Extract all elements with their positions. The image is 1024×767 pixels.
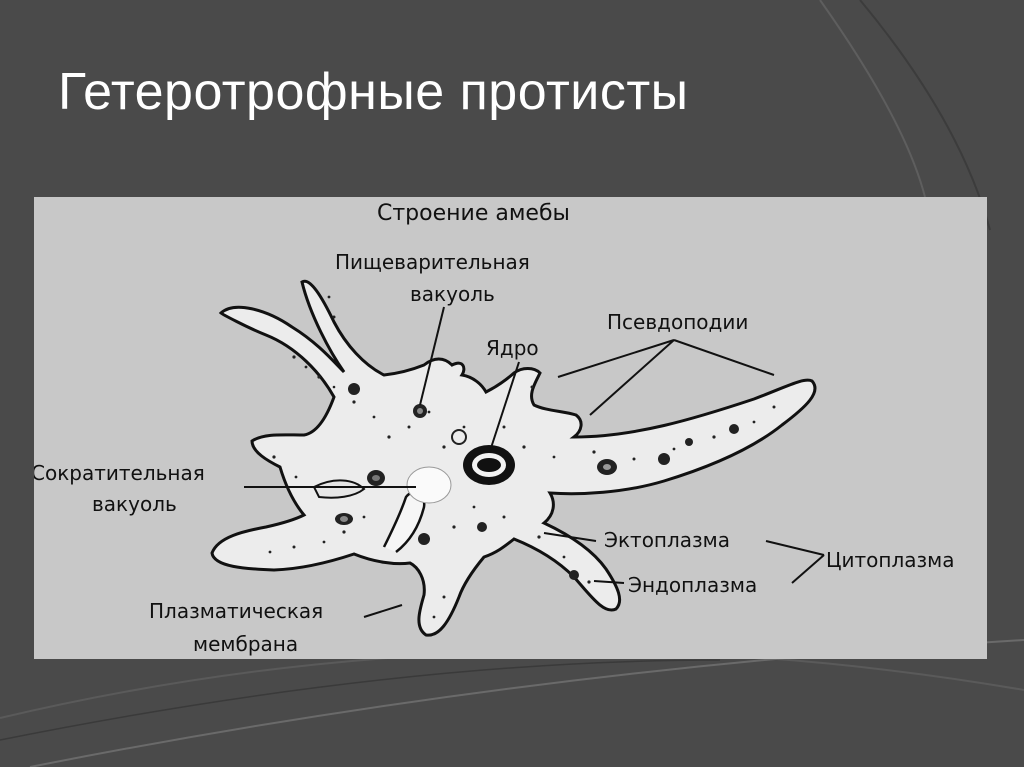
label-digestive-vacuole-1: Пищеварительная [335,250,530,274]
amoeba-diagram-svg: Строение амебы Пищеварительная вакуоль Я… [34,201,955,656]
label-ectoplasm: Эктоплазма [604,528,730,552]
nucleus [463,445,515,485]
amoeba-body [210,279,817,637]
slide-title: Гетеротрофные протисты [58,63,689,121]
contractile-vacuole [406,466,452,504]
label-contractile-vacuole-2: вакуоль [92,492,177,516]
cytoplasm-granules [268,295,776,619]
label-plasma-membrane-1: Плазматическая [149,599,323,623]
label-endoplasm: Эндоплазма [628,573,757,597]
label-digestive-vacuole-2: вакуоль [410,282,495,306]
diagram-title: Строение амебы [377,201,570,226]
label-cytoplasm: Цитоплазма [826,548,955,572]
label-pseudopodia: Псевдоподии [607,310,748,334]
label-contractile-vacuole-1: Сократительная [34,461,205,485]
label-plasma-membrane-2: мембрана [193,632,298,656]
label-nucleus: Ядро [486,336,539,360]
amoeba-diagram: Строение амебы Пищеварительная вакуоль Я… [34,197,987,659]
pointer-lines [244,306,825,618]
